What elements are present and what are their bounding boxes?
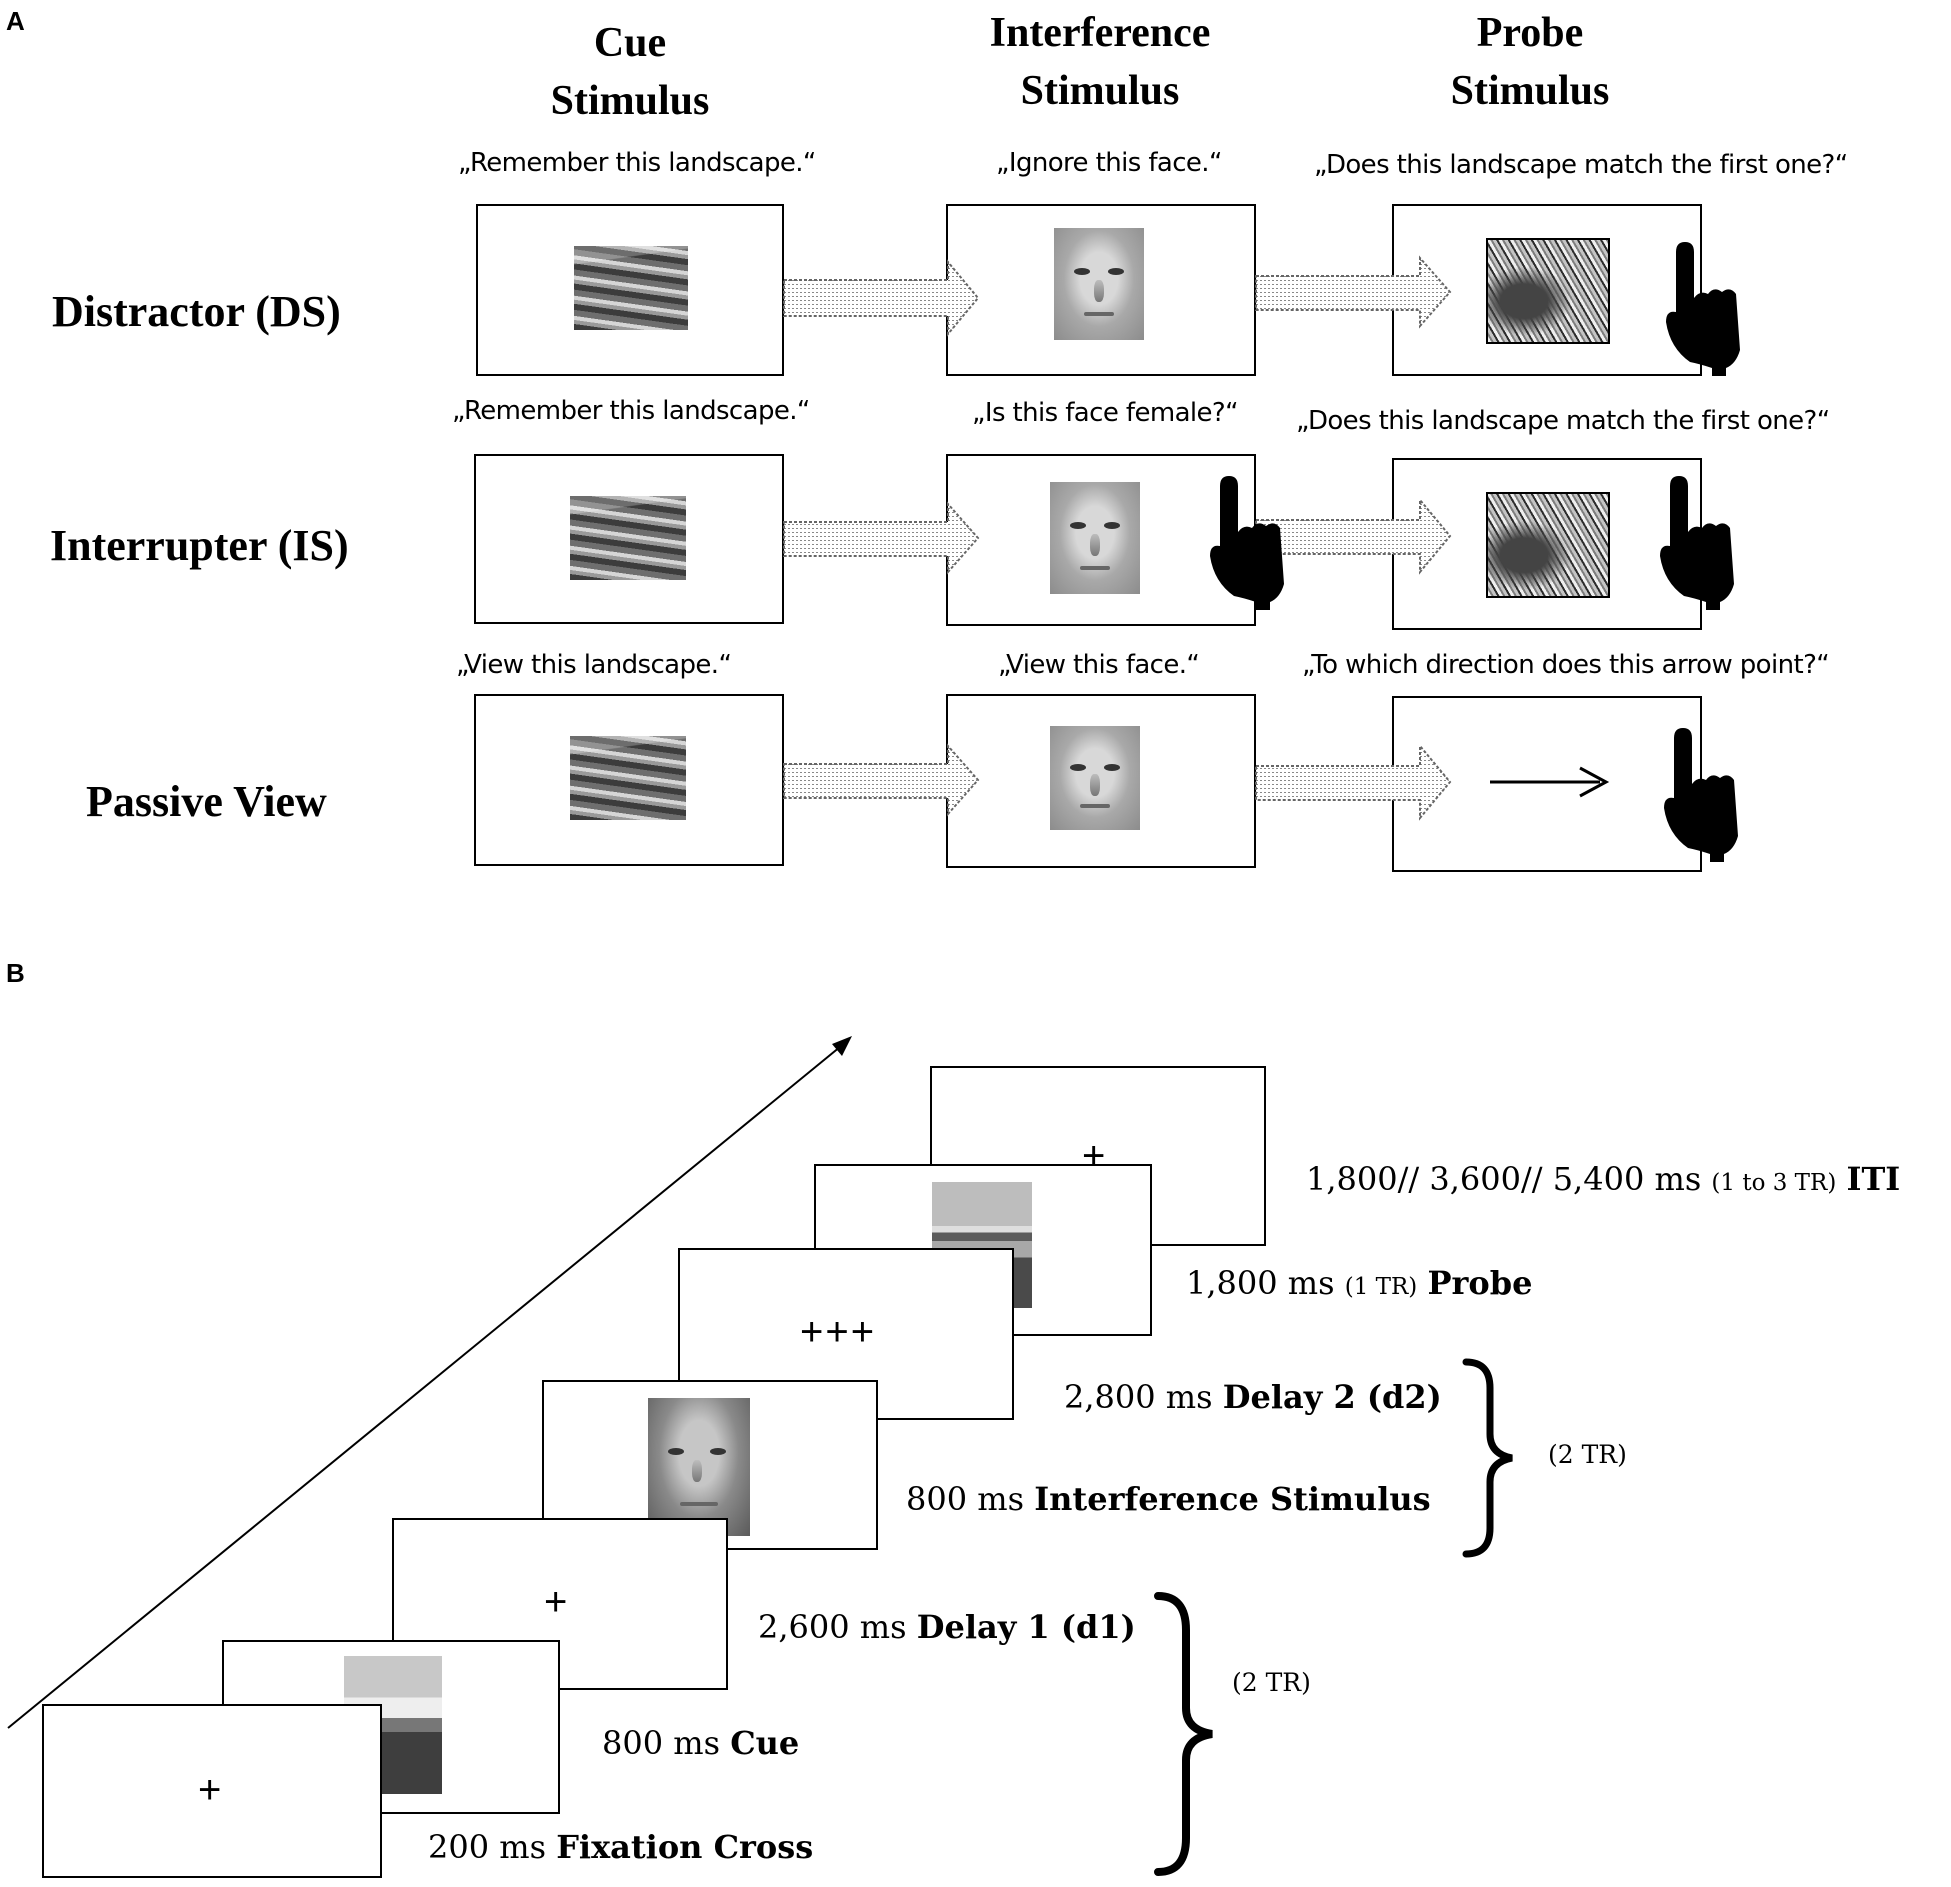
timing-cue: 800 ms Cue bbox=[602, 1724, 800, 1762]
lower-curly-brace bbox=[1154, 1592, 1213, 1876]
right-arrow-icon bbox=[1490, 766, 1610, 798]
panel-b-letter: B bbox=[6, 958, 25, 988]
triple-cross: +++ bbox=[800, 1310, 877, 1354]
response-hand-icon bbox=[1666, 242, 1740, 376]
timing-fixation: 200 ms Fixation Cross bbox=[428, 1828, 814, 1866]
interrupter-cue-instruction: „Remember this landscape.“ bbox=[452, 396, 810, 426]
row-label-passive-view: Passive View bbox=[86, 777, 327, 826]
column-header-interference: Interference Stimulus bbox=[989, 10, 1211, 114]
interrupter-cue-frame bbox=[474, 454, 784, 624]
face-image bbox=[648, 1398, 750, 1536]
response-hand-icon bbox=[1660, 476, 1734, 610]
panel-a-arrows bbox=[783, 242, 1740, 862]
fixation-slide: + bbox=[42, 1704, 382, 1878]
flow-arrow bbox=[783, 255, 1452, 821]
column-header-cue: Cue Stimulus bbox=[550, 20, 710, 124]
row-label-distractor: Distractor (DS) bbox=[52, 287, 341, 336]
interrupter-interference-frame bbox=[946, 454, 1256, 626]
fixation-cross: + bbox=[544, 1580, 568, 1624]
distractor-interference-instruction: „Ignore this face.“ bbox=[996, 148, 1222, 178]
passive-interference-frame bbox=[946, 694, 1256, 868]
passive-probe-instruction: „To which direction does this arrow poin… bbox=[1302, 650, 1830, 680]
probe-landscape-image bbox=[1486, 492, 1610, 598]
distractor-cue-instruction: „Remember this landscape.“ bbox=[458, 148, 816, 178]
timing-interference: 800 ms Interference Stimulus bbox=[906, 1480, 1431, 1518]
timing-probe: 1,800 ms (1 TR) Probe bbox=[1186, 1264, 1533, 1302]
distractor-probe-instruction: „Does this landscape match the first one… bbox=[1314, 150, 1848, 180]
probe-landscape-image bbox=[1486, 238, 1610, 344]
distractor-interference-frame bbox=[946, 204, 1256, 376]
timing-iti: 1,800// 3,600// 5,400 ms (1 to 3 TR) ITI bbox=[1306, 1160, 1901, 1198]
panel-a-letter: A bbox=[6, 6, 25, 36]
landscape-image bbox=[574, 246, 688, 330]
interrupter-interference-instruction: „Is this face female?“ bbox=[972, 398, 1239, 428]
passive-interference-instruction: „View this face.“ bbox=[998, 650, 1200, 680]
landscape-image bbox=[570, 736, 686, 820]
passive-cue-frame bbox=[474, 694, 784, 866]
face-image bbox=[1050, 726, 1140, 830]
column-header-probe: Probe Stimulus bbox=[1450, 10, 1610, 114]
distractor-cue-frame bbox=[476, 204, 784, 376]
timing-delay2: 2,800 ms Delay 2 (d2) bbox=[1064, 1378, 1442, 1416]
passive-cue-instruction: „View this landscape.“ bbox=[456, 650, 732, 680]
fixation-cross: + bbox=[198, 1768, 222, 1812]
lower-brace-label: (2 TR) bbox=[1232, 1668, 1311, 1697]
row-label-interrupter: Interrupter (IS) bbox=[50, 521, 349, 570]
response-hand-icon bbox=[1210, 476, 1284, 610]
landscape-image bbox=[570, 496, 686, 580]
face-image bbox=[1050, 482, 1140, 594]
upper-curly-brace bbox=[1462, 1358, 1513, 1558]
face-image bbox=[1054, 228, 1144, 340]
interrupter-probe-instruction: „Does this landscape match the first one… bbox=[1296, 406, 1830, 436]
response-hand-icon bbox=[1664, 728, 1738, 862]
timing-delay1: 2,600 ms Delay 1 (d1) bbox=[758, 1608, 1136, 1646]
time-axis bbox=[7, 1036, 852, 1729]
upper-brace-label: (2 TR) bbox=[1548, 1440, 1627, 1469]
